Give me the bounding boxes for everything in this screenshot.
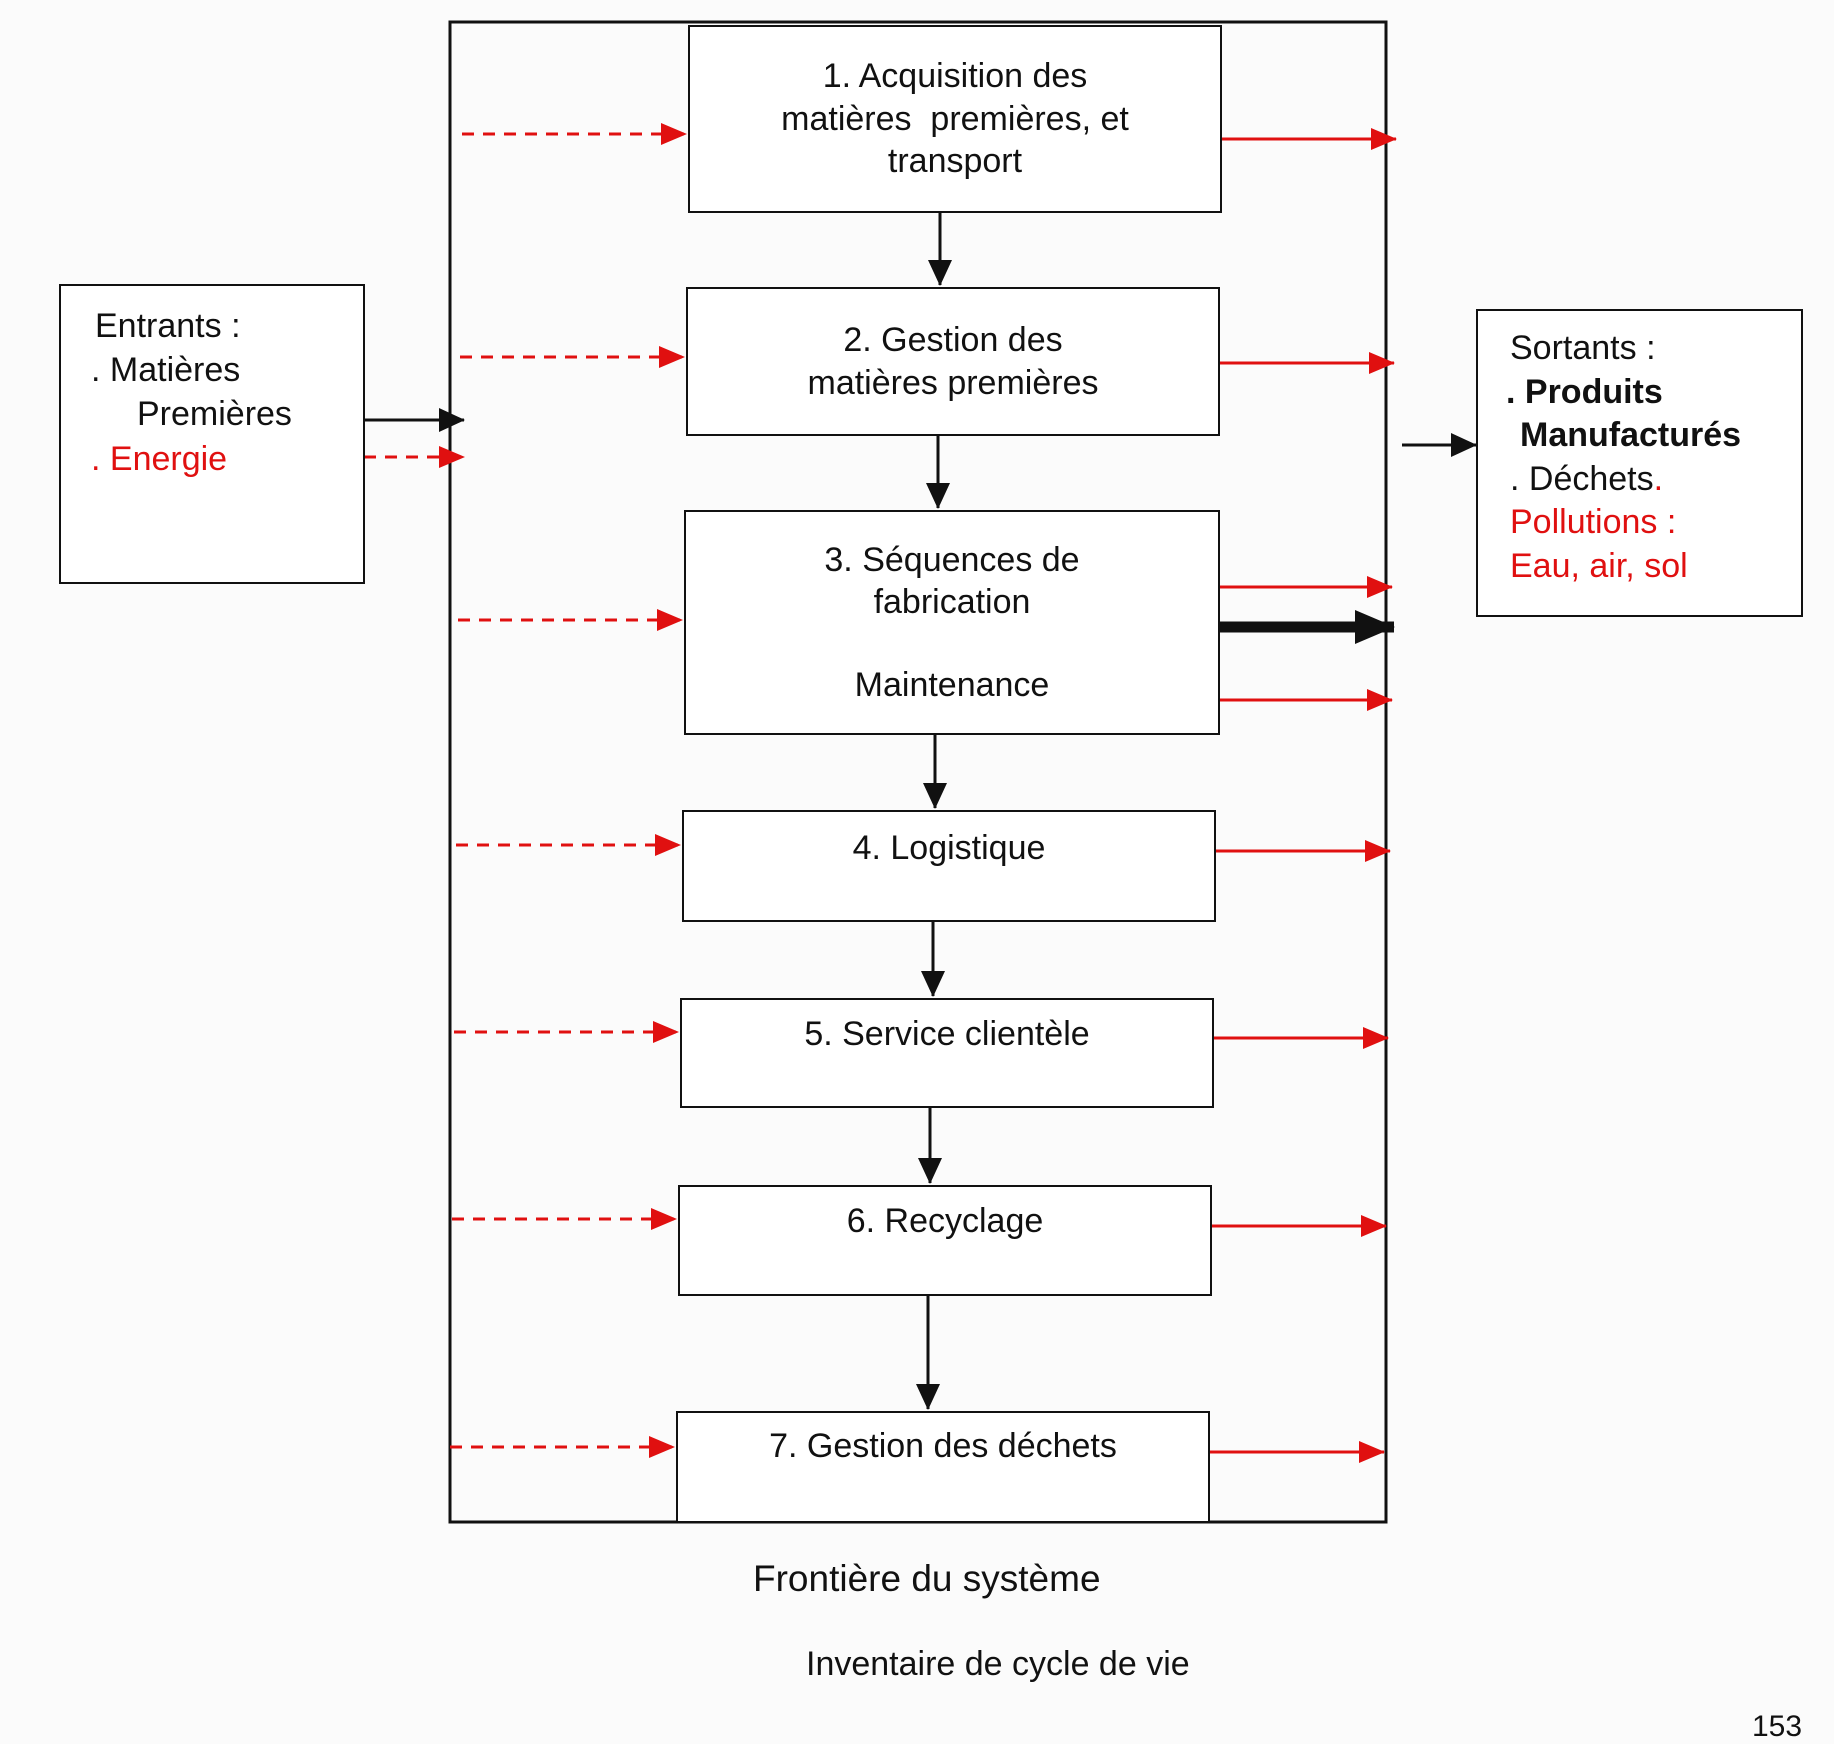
outputs-item-waste-text: . Déchets xyxy=(1510,459,1654,498)
flow-arrows xyxy=(916,213,952,1410)
step-box-6: 6. Recyclage xyxy=(678,1185,1212,1296)
outputs-item-waste-dot: . xyxy=(1653,459,1664,498)
step-2-line-1: 2. Gestion des xyxy=(843,321,1063,359)
inputs-item-raw-materials-1: . Matières xyxy=(91,351,241,390)
outputs-item-pollution-1: Pollutions : xyxy=(1510,503,1677,542)
inputs-title: Entrants : xyxy=(95,307,241,345)
step-box-4: 4. Logistique xyxy=(682,810,1216,922)
outputs-item-products-1: . Produits xyxy=(1506,372,1663,411)
outputs-item-products-2: Manufacturés xyxy=(1520,416,1742,455)
step-1-line-2: matières premières, et xyxy=(781,99,1129,138)
boundary-label: Frontière du système xyxy=(753,1558,1101,1599)
step-7-line-1: 7. Gestion des déchets xyxy=(769,1426,1117,1465)
outputs-item-waste: . Déchets. xyxy=(1510,458,1801,502)
step-5-line-1: 5. Service clientèle xyxy=(804,1014,1090,1053)
dashed-input-arrows xyxy=(450,123,687,1458)
step-4-line-1: 4. Logistique xyxy=(852,828,1046,867)
step-1-line-1: 1. Acquisition des xyxy=(822,57,1088,96)
step-box-3: 3. Séquences de fabrication Maintenance xyxy=(684,510,1220,735)
outputs-title: Sortants : xyxy=(1510,329,1656,367)
page-number: 153 xyxy=(1752,1710,1803,1743)
step-3-line-1: 3. Séquences de xyxy=(824,540,1080,579)
outputs-item-pollution-2: Eau, air, sol xyxy=(1510,546,1688,585)
step-1-line-3: transport xyxy=(887,142,1023,181)
step-box-5: 5. Service clientèle xyxy=(680,998,1214,1108)
step-2-line-2: matières premières xyxy=(807,363,1099,402)
inputs-item-raw-materials-2: Premières xyxy=(137,395,292,434)
step-3-line-2: fabrication xyxy=(873,583,1031,622)
outputs-box: Sortants : . Produits Manufacturés . Déc… xyxy=(1476,309,1803,617)
inputs-box: Entrants : . Matières Premières . Energi… xyxy=(59,284,365,584)
step-box-7: 7. Gestion des déchets xyxy=(676,1411,1210,1523)
step-box-2: 2. Gestion des matières premières xyxy=(686,287,1220,436)
step-3-line-3: Maintenance xyxy=(854,665,1050,704)
step-box-1: 1. Acquisition des matières premières, e… xyxy=(688,25,1222,213)
output-arrows xyxy=(1208,128,1397,1463)
inputs-item-energy: . Energie xyxy=(91,439,228,478)
step-6-line-1: 6. Recyclage xyxy=(846,1202,1044,1241)
figure-caption: Inventaire de cycle de vie xyxy=(806,1645,1190,1683)
system-boundary-frame xyxy=(448,20,1388,1524)
